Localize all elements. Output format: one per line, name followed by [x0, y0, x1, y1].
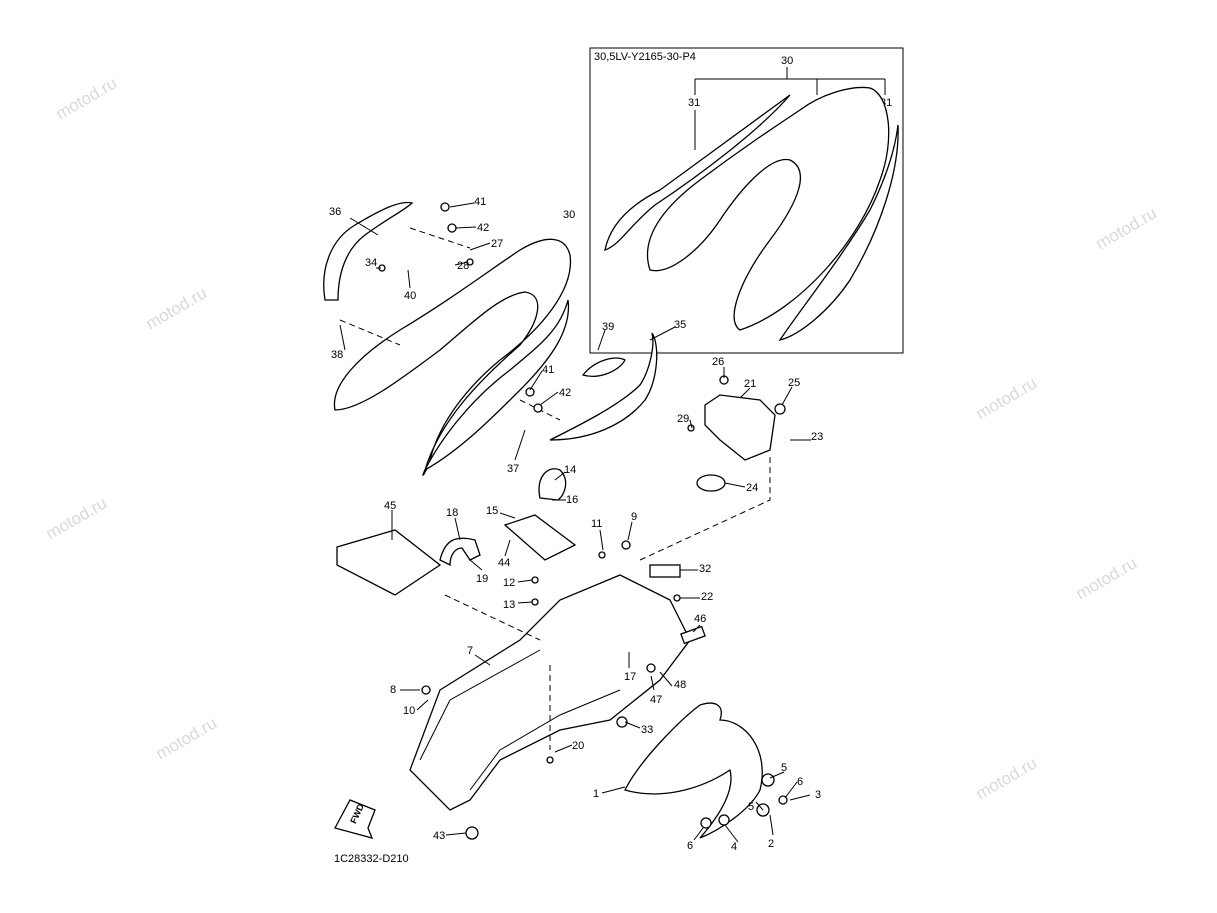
callout-40: 40	[404, 290, 416, 302]
callout-2: 2	[768, 838, 774, 850]
callout-33: 33	[641, 724, 653, 736]
callout-18: 18	[446, 507, 458, 519]
fasteners	[378, 202, 788, 840]
callout-20: 20	[572, 740, 584, 752]
callout-11: 11	[591, 518, 602, 530]
inset-box: 30,5LV-Y2165-30-P4 30 31 31	[589, 47, 904, 354]
callout-6: 6	[687, 840, 693, 852]
callout-43: 43	[433, 830, 445, 842]
callout-21: 21	[744, 378, 756, 390]
callout-23: 23	[811, 431, 823, 443]
callout-44: 44	[498, 557, 510, 569]
diagram-code: 1C28332-D210	[334, 853, 409, 865]
callout-29: 29	[677, 413, 689, 425]
callout-26: 26	[712, 356, 724, 368]
callout-32: 32	[699, 563, 711, 575]
callout-1: 1	[593, 788, 599, 800]
callout-45: 45	[384, 500, 396, 512]
callout-8: 8	[390, 684, 396, 696]
callout-25: 25	[788, 377, 800, 389]
callout-46: 46	[694, 613, 706, 625]
callout-16: 16	[566, 494, 578, 506]
callout-17: 17	[624, 671, 636, 683]
callouts: 1 2 3 4 5 5 6 6 7 8 9 10 11 12 13 14 15 …	[329, 196, 823, 853]
callout-22: 22	[701, 591, 713, 603]
callout-42: 42	[559, 387, 571, 399]
grab-rail-right	[549, 332, 658, 441]
callout-19: 19	[476, 573, 488, 585]
callout-4: 4	[731, 841, 737, 853]
callout-6: 6	[797, 776, 803, 788]
callout-38: 38	[331, 349, 343, 361]
callout-36: 36	[329, 206, 341, 218]
fwd-arrow	[334, 799, 376, 839]
callout-30: 30	[563, 209, 575, 221]
callout-42: 42	[477, 222, 489, 234]
callout-34: 34	[365, 257, 377, 269]
callout-14: 14	[564, 464, 576, 476]
inset-callout-31-left: 31	[688, 97, 700, 109]
inset-seat-cowl	[646, 86, 890, 331]
callout-41: 41	[542, 364, 554, 376]
callout-5: 5	[748, 801, 754, 813]
callout-24: 24	[746, 482, 758, 494]
callout-28: 28	[457, 260, 469, 272]
callout-27: 27	[491, 238, 503, 250]
callout-7: 7	[467, 645, 473, 657]
seat-cowl	[333, 238, 572, 476]
inset-callout-30: 30	[781, 55, 793, 67]
callout-3: 3	[815, 789, 821, 801]
callout-12: 12	[503, 577, 515, 589]
cover-44	[503, 514, 577, 561]
callout-10: 10	[403, 705, 415, 717]
callout-37: 37	[507, 463, 519, 475]
grab-rail-left	[323, 201, 414, 301]
callout-9: 9	[631, 511, 637, 523]
toolkit-pouch	[336, 529, 442, 596]
callout-15: 15	[486, 505, 498, 517]
inset-title: 30,5LV-Y2165-30-P4	[594, 51, 696, 63]
callout-41: 41	[474, 196, 486, 208]
taillight-ring	[696, 474, 726, 492]
front-fender	[624, 702, 763, 839]
callout-35: 35	[674, 319, 686, 331]
taillight-housing	[704, 394, 776, 461]
battery-band	[538, 468, 567, 501]
callout-48: 48	[674, 679, 686, 691]
callout-47: 47	[650, 694, 662, 706]
callout-5: 5	[781, 762, 787, 774]
band	[439, 537, 481, 567]
callout-39: 39	[602, 321, 614, 333]
callout-13: 13	[503, 599, 515, 611]
